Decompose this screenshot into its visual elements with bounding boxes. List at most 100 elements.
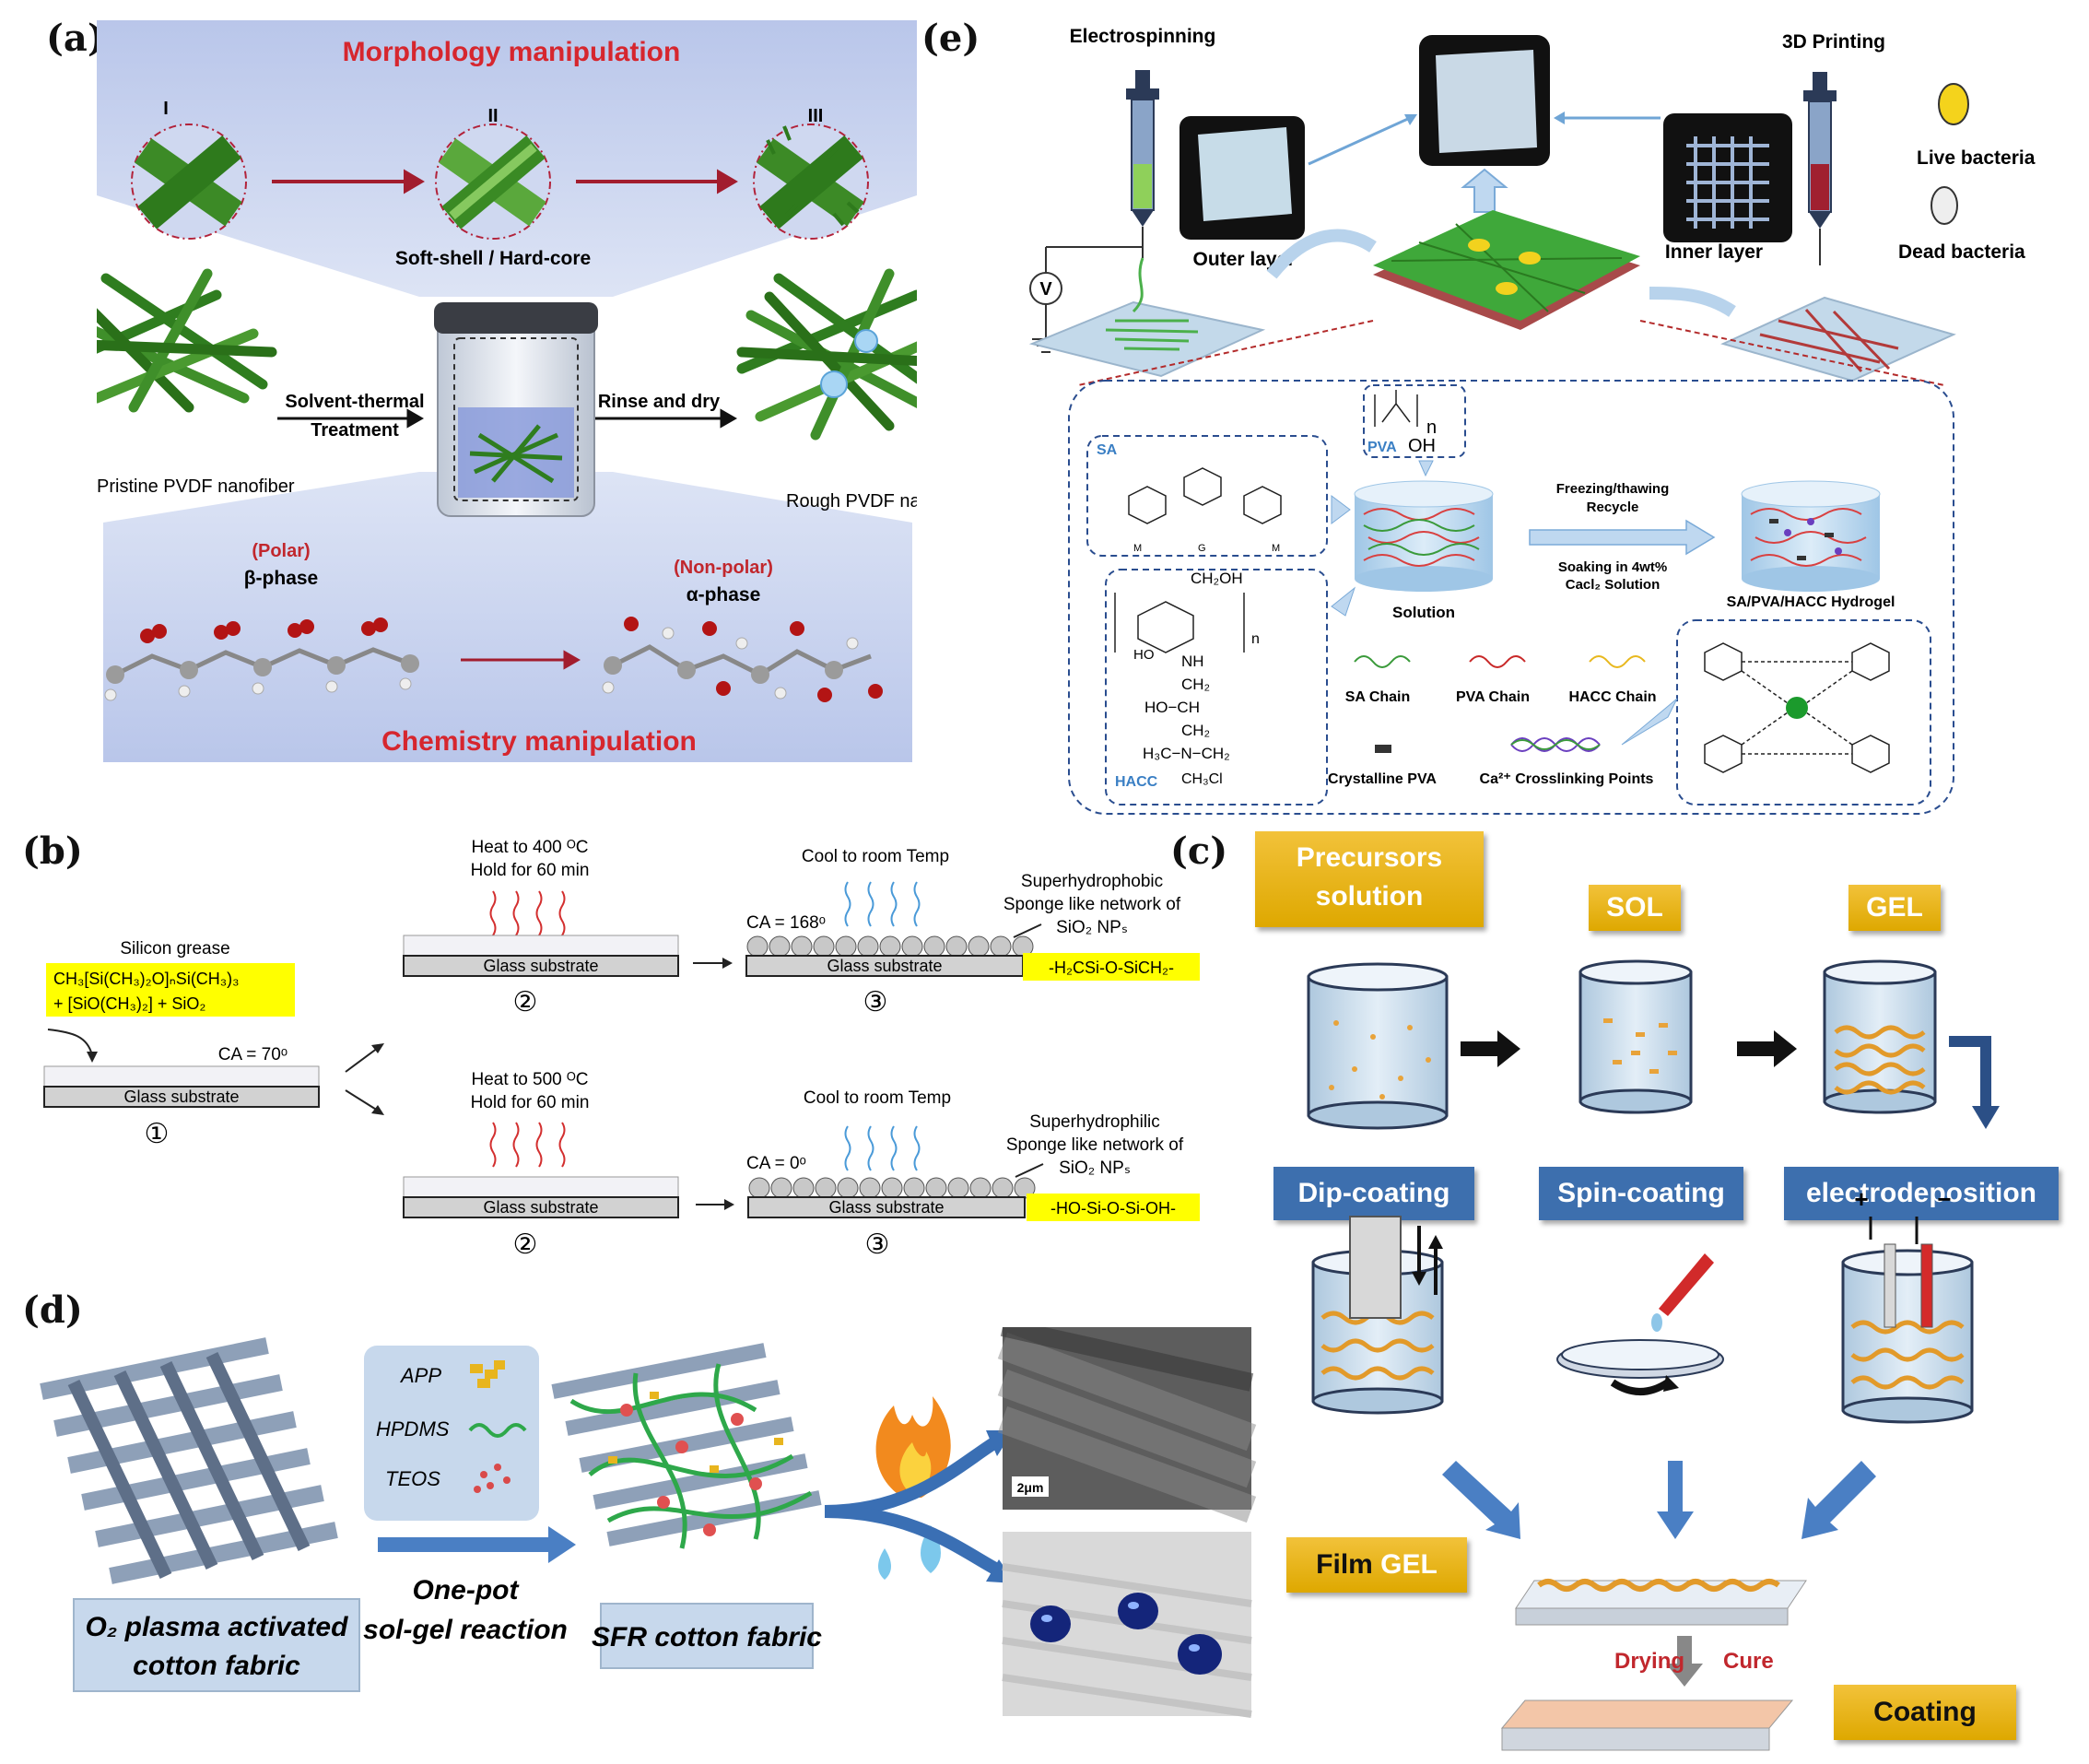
alpha-phase-chain	[602, 617, 883, 702]
svg-text:Glass substrate: Glass substrate	[828, 1198, 944, 1217]
morphology-stage-1	[131, 123, 247, 240]
live-bacteria-icon	[1938, 83, 1969, 125]
pva-chain-icon	[1469, 655, 1526, 668]
voltage-icon: V	[1039, 279, 1052, 300]
svg-text:SFR cotton fabric: SFR cotton fabric	[592, 1622, 822, 1652]
svg-text:Glass substrate: Glass substrate	[827, 957, 942, 975]
rough-label: Rough PVDF nanofibe	[786, 491, 917, 512]
spin-coater	[1556, 1253, 1724, 1395]
film-substrate	[1515, 1579, 1807, 1626]
cotton-fabric-woven	[40, 1337, 338, 1584]
svg-text:Cacl₂ Solution: Cacl₂ Solution	[1566, 577, 1661, 593]
svg-text:③: ③	[863, 987, 888, 1017]
svg-text:NH: NH	[1181, 653, 1204, 670]
svg-text:Ca²⁺ Crosslinking Points: Ca²⁺ Crosslinking Points	[1480, 771, 1654, 787]
electrodeposition-box: electrodeposition	[1784, 1167, 2059, 1220]
svg-text:SA Chain: SA Chain	[1345, 689, 1411, 705]
svg-text:Live bacteria: Live bacteria	[1917, 147, 2036, 169]
svg-text:Treatment: Treatment	[311, 420, 399, 441]
panel-d-figure: O₂ plasma activated cotton fabric APP HP…	[40, 1327, 1257, 1718]
svg-text:n: n	[1251, 631, 1260, 647]
svg-text:CH₃Cl: CH₃Cl	[1181, 771, 1223, 787]
pristine-fiber-bundle	[97, 268, 277, 413]
calcium-ion-icon	[1786, 697, 1808, 719]
svg-text:Soaking in 4wt%: Soaking in 4wt%	[1558, 559, 1667, 575]
panel-d-letter: (d)	[22, 1288, 83, 1332]
svg-text:One-pot: One-pot	[413, 1575, 521, 1605]
svg-text:G: G	[1198, 543, 1206, 554]
svg-text:CH₂: CH₂	[1181, 722, 1210, 739]
sfr-fabric	[551, 1343, 822, 1549]
film-gel-box: Film GEL	[1286, 1537, 1467, 1593]
svg-text:Dead bacteria: Dead bacteria	[1898, 241, 2025, 263]
coated-substrate	[1500, 1699, 1794, 1751]
svg-text:①: ①	[145, 1119, 170, 1149]
hpdms-icon	[468, 1423, 527, 1438]
svg-text:Recycle: Recycle	[1587, 500, 1639, 515]
gel-beaker	[1823, 959, 1937, 1114]
dip-coating-box: Dip-coating	[1273, 1167, 1474, 1220]
outer-layer-label: Outer layer	[1193, 249, 1296, 270]
panel-c-figure: + − Drying Cure	[1307, 959, 2000, 1751]
svg-text:SA/PVA/HACC Hydrogel: SA/PVA/HACC Hydrogel	[1727, 594, 1895, 610]
svg-text:HACC Chain: HACC Chain	[1568, 689, 1656, 705]
printing-syringe	[1803, 72, 1837, 265]
composite-dressing	[1373, 210, 1640, 330]
svg-text:H₃C−N−CH₂: H₃C−N−CH₂	[1143, 745, 1230, 762]
svg-text:Solution: Solution	[1392, 604, 1455, 621]
svg-text:Drying: Drying	[1614, 1649, 1684, 1674]
svg-text:OH: OH	[1408, 436, 1436, 456]
svg-text:HO: HO	[1133, 647, 1155, 663]
crystalline-pva-icon	[1375, 745, 1391, 753]
svg-text:Hold for 60 min: Hold for 60 min	[471, 1093, 590, 1112]
svg-text:Cool to room Temp: Cool to room Temp	[802, 847, 949, 866]
svg-text:CH₃[Si(CH₃)₂O]ₙSi(CH₃)₃: CH₃[Si(CH₃)₂O]ₙSi(CH₃)₃	[53, 970, 239, 988]
svg-text:③: ③	[865, 1229, 890, 1260]
sol-beaker	[1578, 959, 1693, 1114]
svg-text:HACC: HACC	[1115, 774, 1158, 790]
app-icon	[470, 1360, 505, 1388]
svg-text:Freezing/thawing: Freezing/thawing	[1556, 481, 1670, 497]
sem-image: 2μm	[997, 1327, 1257, 1523]
water-droplet-photo	[1002, 1532, 1252, 1718]
svg-text:(Non-polar): (Non-polar)	[674, 558, 773, 578]
svg-text:HO−CH: HO−CH	[1144, 699, 1200, 716]
svg-text:I: I	[163, 99, 169, 119]
electrospinning-label: Electrospinning	[1070, 26, 1216, 47]
svg-text:+ [SiO(CH₃)₂] + SiO₂: + [SiO(CH₃)₂] + SiO₂	[53, 994, 205, 1013]
svg-text:M: M	[1272, 543, 1280, 554]
hydrogel-cylinder	[1741, 480, 1881, 592]
flame-icon	[875, 1396, 951, 1498]
dead-bacteria-icon	[1931, 186, 1958, 225]
svg-text:β-phase: β-phase	[244, 568, 319, 589]
svg-text:Hold for 60 min: Hold for 60 min	[471, 861, 590, 880]
panel-a-figure: Morphology manipulation I II III Soft-sh…	[97, 20, 917, 762]
svg-text:PVA: PVA	[1367, 440, 1397, 455]
svg-text:III: III	[808, 106, 824, 126]
dip-coating-beaker	[1311, 1216, 1444, 1415]
svg-text:Sponge like network of: Sponge like network of	[1006, 1135, 1184, 1155]
panel-a-letter: (a)	[46, 17, 105, 60]
spin-coating-box: Spin-coating	[1539, 1167, 1743, 1220]
svg-text:CA = 70ᵒ: CA = 70ᵒ	[218, 1045, 288, 1064]
svg-text:CA = 168ᵒ: CA = 168ᵒ	[746, 913, 826, 933]
svg-text:Rinse and dry: Rinse and dry	[598, 392, 721, 412]
svg-text:cotton fabric: cotton fabric	[133, 1651, 300, 1681]
svg-text:Superhydrophobic: Superhydrophobic	[1021, 872, 1163, 891]
hacc-chain-icon	[1589, 655, 1646, 668]
svg-text:Heat to 500 ᴼC: Heat to 500 ᴼC	[472, 1070, 589, 1089]
svg-text:+: +	[1854, 1185, 1868, 1213]
morphology-title: Morphology manipulation	[343, 37, 681, 67]
svg-text:Glass substrate: Glass substrate	[483, 957, 598, 975]
svg-text:n: n	[1426, 417, 1437, 438]
panel-e-figure: V Outer layer Inner layer	[1028, 26, 2036, 815]
svg-text:SA: SA	[1097, 442, 1118, 458]
svg-text:M: M	[1133, 543, 1142, 554]
svg-text:Sponge like network of: Sponge like network of	[1003, 895, 1181, 914]
printing-label: 3D Printing	[1782, 31, 1885, 53]
svg-text:Glass substrate: Glass substrate	[123, 1088, 239, 1106]
precursor-beaker	[1307, 962, 1449, 1130]
svg-text:-H₂CSi-O-SiCH₂-: -H₂CSi-O-SiCH₂-	[1049, 958, 1174, 977]
sio2-particles-lower	[748, 1177, 1036, 1199]
